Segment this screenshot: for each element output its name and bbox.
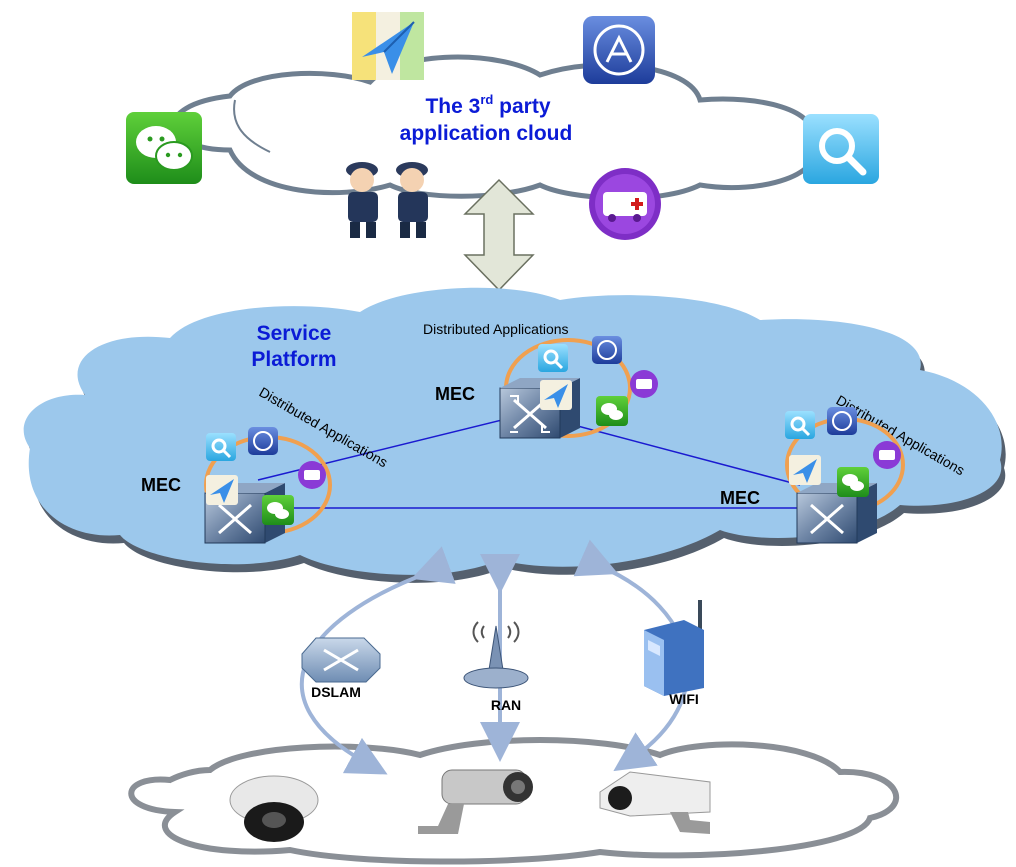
service-platform-title: Service Platform: [251, 322, 336, 371]
third-party-cloud-title: The 3rd party application cloud: [400, 92, 573, 145]
dome-camera-icon: [229, 775, 319, 842]
app-store-icon: [592, 336, 622, 364]
wechat-icon: [262, 495, 294, 525]
search-icon: [785, 411, 815, 439]
map-plane-icon: [206, 475, 238, 505]
ambulance-icon: [873, 441, 901, 469]
search-icon: [803, 114, 879, 184]
search-icon: [538, 344, 568, 372]
wechat-icon: [837, 467, 869, 497]
map-plane-icon: [540, 380, 572, 410]
ambulance-icon: [298, 461, 326, 489]
mec-label-left: MEC: [141, 475, 181, 495]
app-store-icon: [248, 427, 278, 455]
wifi-label: WIFI: [669, 691, 699, 707]
wechat-icon: [126, 112, 202, 184]
ran-label: RAN: [491, 697, 521, 713]
platform-title-line2: Platform: [251, 348, 336, 371]
mec-node-left: [204, 427, 332, 544]
distributed-apps-label-center: Distributed Applications: [423, 321, 569, 337]
app-store-icon: [827, 407, 857, 435]
ambulance-icon: [589, 168, 661, 240]
police-officer-icon: [346, 162, 428, 238]
wifi-router-icon: [644, 600, 704, 696]
third-party-cloud: [171, 54, 818, 201]
search-icon: [206, 433, 236, 461]
dslam-icon: [301, 637, 381, 683]
wechat-icon: [596, 396, 628, 426]
mec-node-right: [785, 407, 905, 544]
box-camera-icon: [599, 771, 711, 834]
app-store-icon: [583, 16, 655, 84]
platform-title-line1: Service: [257, 322, 332, 345]
dslam-label: DSLAM: [311, 684, 361, 700]
map-plane-icon: [352, 12, 424, 80]
mec-label-center: MEC: [435, 384, 475, 404]
bullet-camera-icon: [418, 769, 533, 834]
ambulance-icon: [630, 370, 658, 398]
mec-label-right: MEC: [720, 488, 760, 508]
map-plane-icon: [789, 455, 821, 485]
ran-antenna-icon: [463, 621, 529, 689]
cloud-title-line1: The 3rd party: [425, 92, 550, 118]
mec-node-center: [499, 336, 658, 439]
cloud-title-line2: application cloud: [400, 122, 573, 145]
